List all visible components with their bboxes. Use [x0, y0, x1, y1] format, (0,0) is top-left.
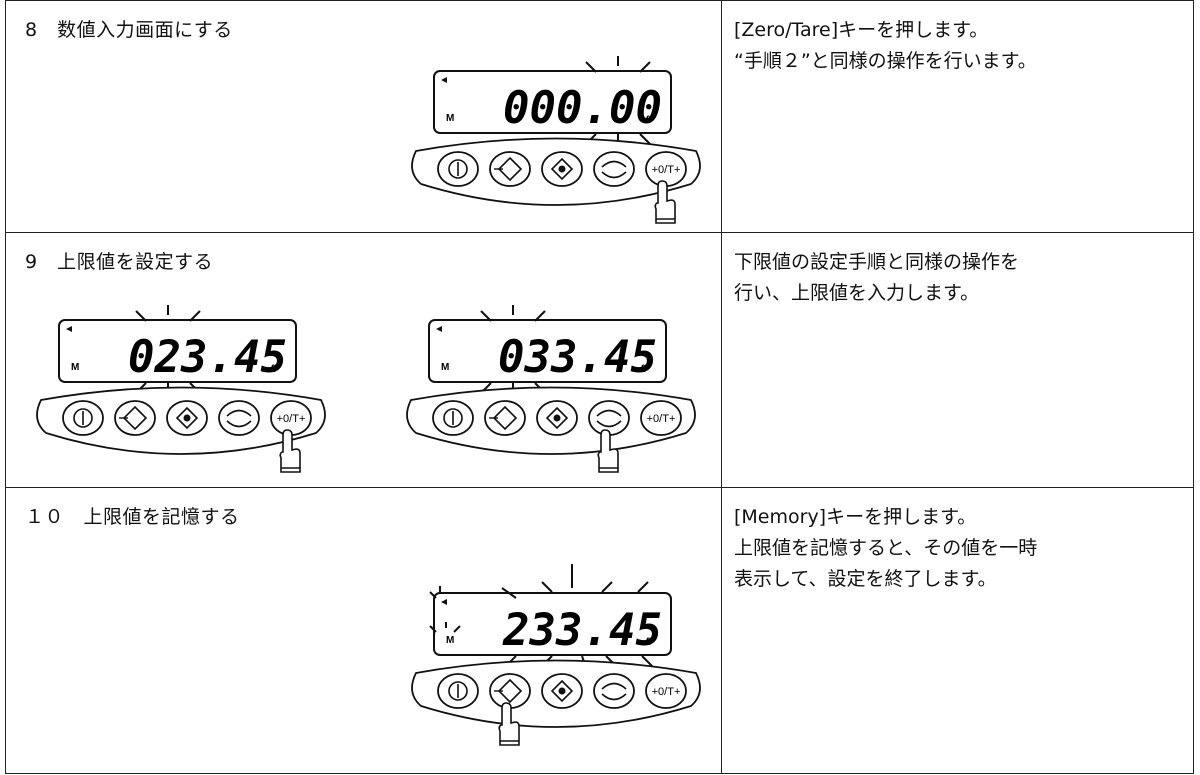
description-line: 下限値の設定手順と同様の操作を	[734, 251, 1020, 273]
keypad: +0/T+	[411, 137, 701, 206]
pointing-hand-icon	[279, 429, 301, 473]
zero-tare-label: +0/T+	[652, 686, 681, 698]
lcd-display: M 033.45 g	[428, 305, 667, 395]
pointing-hand-icon	[498, 702, 520, 746]
lcd-value: 000.00	[503, 83, 662, 134]
lcd-display: M 233.45 g	[429, 564, 672, 669]
keypad: +0/T+	[406, 386, 696, 455]
step-row-10: １０ 上限値を記憶する M 233.45 g	[5, 487, 1194, 774]
lcd-display: M 023.45 g	[58, 305, 297, 395]
cycle-button[interactable]	[593, 673, 635, 709]
zero-tare-button[interactable]: +0/T+	[645, 151, 687, 187]
scale-panel-step-8: M 000.00 g	[411, 56, 701, 224]
step-9-description-cell: 下限値の設定手順と同様の操作を 行い、上限値を入力します。	[721, 232, 1194, 488]
mode-button[interactable]	[489, 151, 531, 187]
cycle-button[interactable]	[588, 400, 630, 436]
step-10-illustration-cell: １０ 上限値を記憶する M 233.45 g	[5, 487, 722, 774]
unit-indicator: g	[641, 362, 647, 373]
scale-panel-step-9a: M 023.45 g	[36, 305, 326, 473]
pointing-hand-icon	[597, 429, 619, 473]
memory-button[interactable]	[166, 400, 208, 436]
cycle-button[interactable]	[593, 151, 635, 187]
keypad: +0/T+	[411, 659, 701, 728]
mode-indicator: M	[71, 362, 79, 373]
mode-indicator: M	[441, 362, 449, 373]
description-line: “手順２”と同様の操作を行います。	[734, 50, 1037, 72]
step-9-description: 下限値の設定手順と同様の操作を 行い、上限値を入力します。	[734, 247, 1019, 309]
lcd-display: M 000.00 g	[433, 56, 672, 146]
power-button[interactable]	[62, 400, 104, 436]
scale-panel-step-10: M 233.45 g	[411, 564, 701, 746]
description-line: [Memory]キーを押します。	[734, 506, 977, 528]
memory-button[interactable]	[536, 400, 578, 436]
unit-indicator: g	[646, 635, 652, 646]
mode-indicator: M	[446, 113, 454, 124]
description-line: 行い、上限値を入力します。	[734, 282, 980, 304]
unit-indicator: g	[271, 362, 277, 373]
power-button[interactable]	[437, 151, 479, 187]
step-10-title: １０ 上限値を記憶する	[25, 506, 240, 528]
step-8-illustration-cell: 8 数値入力画面にする M 000.00 g	[5, 0, 722, 233]
description-line: [Zero/Tare]キーを押します。	[734, 19, 989, 41]
mode-button[interactable]	[114, 400, 156, 436]
step-10-description: [Memory]キーを押します。 上限値を記憶すると、その値を一時 表示して、設…	[734, 502, 1037, 595]
memory-button[interactable]	[541, 151, 583, 187]
lcd-value: 033.45	[498, 332, 657, 383]
scale-panel-step-9b: M 033.45 g	[406, 305, 696, 473]
zero-tare-button[interactable]: +0/T+	[645, 673, 687, 709]
instruction-table: 8 数値入力画面にする M 000.00 g	[5, 0, 1194, 774]
keypad: +0/T+	[36, 386, 326, 455]
step-9-title: 9 上限値を設定する	[25, 251, 214, 273]
cycle-button[interactable]	[218, 400, 260, 436]
power-button[interactable]	[432, 400, 474, 436]
lcd-value: 233.45	[502, 605, 662, 656]
power-button[interactable]	[437, 673, 479, 709]
lcd-value: 023.45	[128, 332, 287, 383]
step-9-illustration-cell: 9 上限値を設定する M 023.45 g	[5, 232, 722, 488]
memory-button[interactable]	[541, 673, 583, 709]
step-8-description-cell: [Zero/Tare]キーを押します。 “手順２”と同様の操作を行います。	[721, 0, 1194, 233]
step-8-title: 8 数値入力画面にする	[25, 19, 233, 41]
step-10-description-cell: [Memory]キーを押します。 上限値を記憶すると、その値を一時 表示して、設…	[721, 487, 1194, 774]
step-8-description: [Zero/Tare]キーを押します。 “手順２”と同様の操作を行います。	[734, 15, 1037, 77]
mode-indicator: M	[446, 635, 454, 646]
unit-indicator: g	[646, 113, 652, 124]
mode-button[interactable]	[484, 400, 526, 436]
zero-tare-button[interactable]: +0/T+	[640, 400, 682, 436]
step-row-9: 9 上限値を設定する M 023.45 g	[5, 232, 1194, 488]
description-line: 表示して、設定を終了します。	[734, 568, 997, 590]
description-line: 上限値を記憶すると、その値を一時	[734, 537, 1038, 559]
mode-button[interactable]	[489, 673, 531, 709]
zero-tare-label: +0/T+	[652, 164, 681, 176]
zero-tare-label: +0/T+	[277, 413, 306, 425]
zero-tare-button[interactable]: +0/T+	[270, 400, 312, 436]
zero-tare-label: +0/T+	[647, 413, 676, 425]
pointing-hand-icon	[654, 180, 676, 224]
step-row-8: 8 数値入力画面にする M 000.00 g	[5, 0, 1194, 233]
